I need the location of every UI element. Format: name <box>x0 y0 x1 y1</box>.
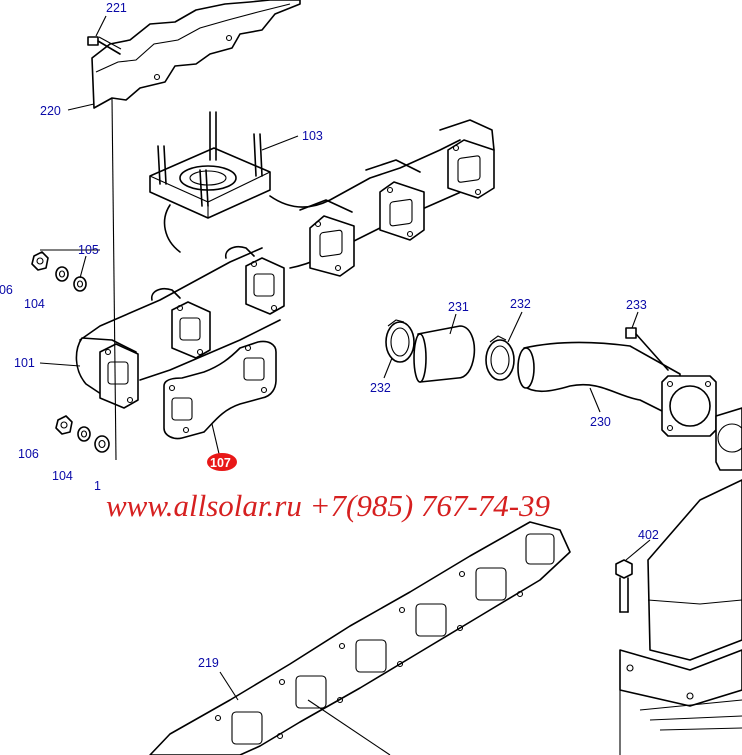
bolt-233 <box>625 327 669 371</box>
intake-pipe-230 <box>517 341 717 437</box>
callout-104-lower: 104 <box>52 469 73 483</box>
callout-230: 230 <box>590 415 611 429</box>
hose-clamp-232-left <box>385 319 415 363</box>
bolt-402 <box>615 559 633 613</box>
callout-106-lower: 106 <box>18 447 39 461</box>
callout-101: 101 <box>14 356 35 370</box>
highlight-badge <box>207 453 237 471</box>
callout-1: 1 <box>94 479 101 493</box>
nut-106-upper <box>31 251 49 271</box>
callout-107: 107 <box>210 456 231 470</box>
callout-233: 233 <box>626 298 647 312</box>
hose-clamp-232-right <box>485 335 515 381</box>
callout-402: 402 <box>638 528 659 542</box>
callout-104-upper: 104 <box>24 297 45 311</box>
bolt-221 <box>87 36 122 55</box>
washer-1 <box>94 435 110 453</box>
washer-105 <box>73 276 87 292</box>
callout-107-highlight: 107 <box>207 453 237 471</box>
callout-220: 220 <box>40 104 61 118</box>
callout-103: 103 <box>302 129 323 143</box>
heat-shield-220 <box>91 0 301 109</box>
flange-right <box>715 407 742 471</box>
watermark-text: www.allsolar.ru +7(985) 767-74-39 <box>106 488 550 523</box>
callout-232-right: 232 <box>510 297 531 311</box>
callout-232-left: 232 <box>370 381 391 395</box>
nut-106-lower <box>55 415 73 435</box>
washer-104-lower <box>77 426 91 442</box>
leader-lines <box>39 15 651 701</box>
gasket-107 <box>163 340 277 440</box>
callout-105: 105 <box>78 243 99 257</box>
callout-106-upper: 106 <box>0 283 13 297</box>
intake-elbow <box>619 479 742 755</box>
exhaust-manifold-101 <box>75 245 285 409</box>
washer-104-upper <box>55 266 69 282</box>
gasket-219 <box>149 521 571 755</box>
hose-231 <box>413 325 476 383</box>
callout-labels: 221 220 103 105 106 104 101 106 104 1 10… <box>0 1 659 670</box>
callout-221: 221 <box>106 1 127 15</box>
callout-219: 219 <box>198 656 219 670</box>
exhaust-manifold-103 <box>149 111 495 277</box>
callout-231: 231 <box>448 300 469 314</box>
